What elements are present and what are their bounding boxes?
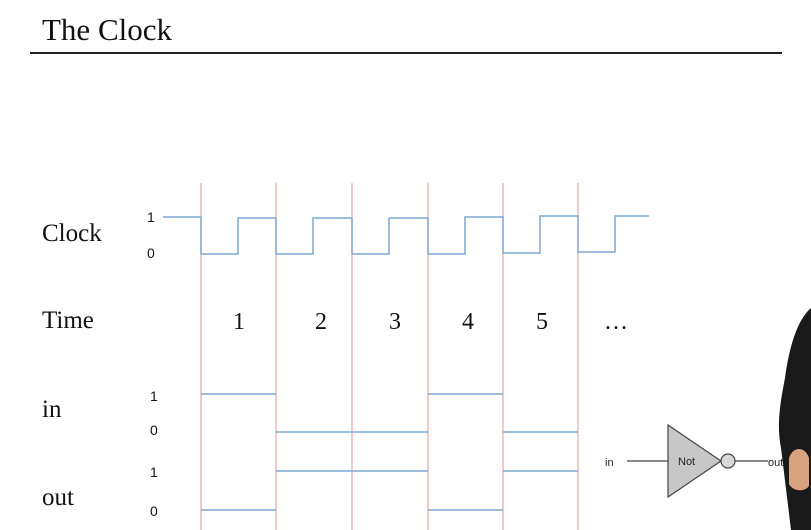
clock-level-low: 0 (147, 245, 155, 261)
in-level-high: 1 (150, 388, 158, 404)
cycle-number-4: 4 (462, 309, 474, 335)
gate-label: Not (678, 456, 695, 468)
cycle-number-1: 1 (233, 309, 245, 335)
in-waveform (201, 393, 578, 433)
title-underline (30, 52, 782, 54)
cycle-number-ellipsis: … (604, 309, 628, 335)
row-label-out: out (42, 484, 74, 511)
slide-title: The Clock (42, 12, 172, 47)
row-label-in: in (42, 396, 62, 423)
row-label-clock: Clock (42, 220, 102, 247)
cycle-number-5: 5 (536, 309, 548, 335)
cycle-number-2: 2 (315, 309, 327, 335)
presenter-video-overlay (778, 308, 811, 530)
out-level-high: 1 (150, 464, 158, 480)
gate-input-label: in (605, 457, 614, 469)
in-level-low: 0 (150, 422, 158, 438)
not-gate: in Not out (605, 423, 783, 499)
row-label-time: Time (42, 307, 94, 334)
out-level-low: 0 (150, 503, 158, 519)
presenter-shoulder (778, 308, 811, 530)
gate-triangle (667, 423, 723, 499)
presenter-hand (789, 449, 809, 491)
clock-waveform (163, 215, 649, 255)
cycle-number-3: 3 (389, 309, 401, 335)
clock-level-high: 1 (147, 209, 155, 225)
gate-inverter-bubble (720, 453, 736, 469)
out-waveform (201, 470, 578, 511)
gate-output-label: out (768, 457, 783, 469)
